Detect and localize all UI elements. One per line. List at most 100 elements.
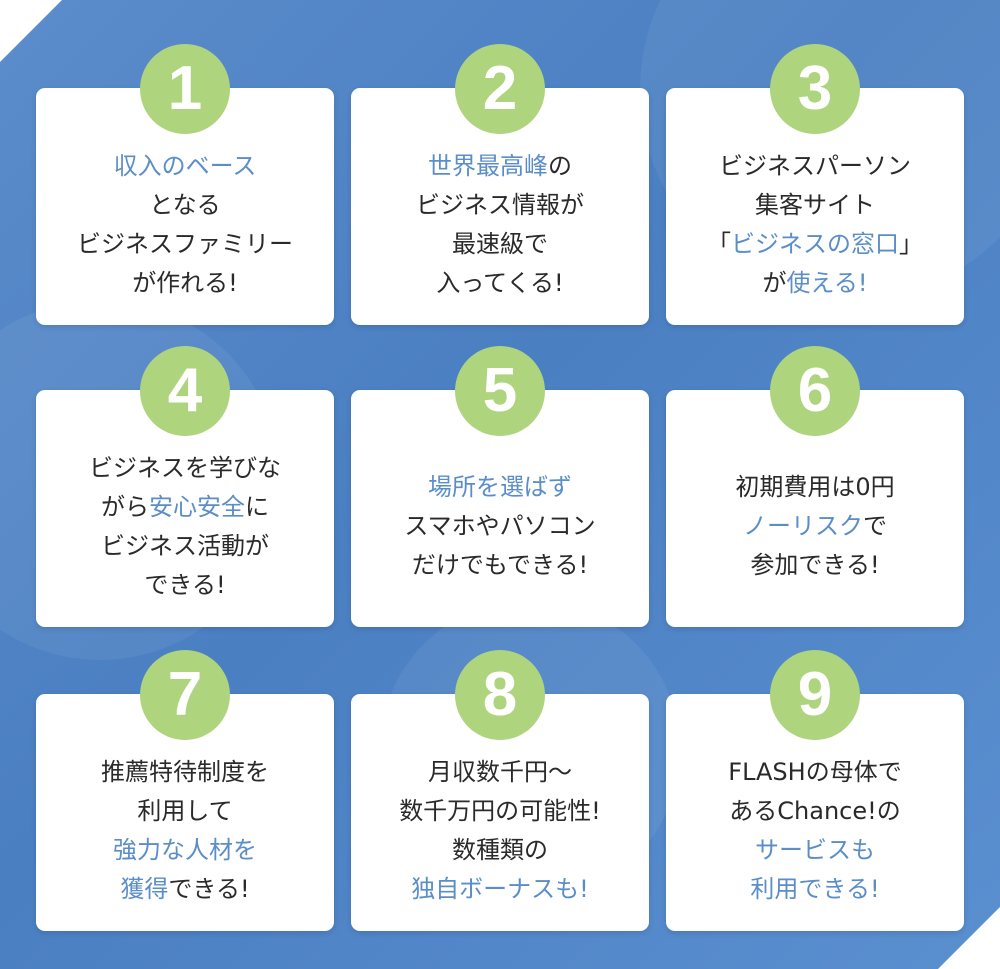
text-segment: 月収数千円～ (428, 757, 572, 786)
feature-text-line: 推薦特待制度を (101, 753, 269, 792)
number-badge: 4 (140, 346, 230, 436)
text-segment: ビジネスファミリー (77, 229, 293, 258)
text-segment: が (762, 268, 787, 297)
feature-card: 2 世界最高峰のビジネス情報が最速級で入ってくる! (351, 44, 649, 325)
feature-text: 収入のベースとなるビジネスファミリーが作れる! (36, 144, 334, 305)
text-segment: 数種類の (452, 835, 548, 864)
text-segment: で (863, 512, 887, 540)
text-segment: 集客サイト (755, 190, 875, 219)
text-segment: がら (101, 492, 149, 521)
text-segment: できる! (168, 874, 250, 903)
highlighted-text: 利用できる! (750, 874, 880, 903)
feature-text-line: が使える! (763, 264, 868, 303)
number-badge: 8 (455, 650, 545, 740)
feature-text: ビジネスパーソン集客サイト「ビジネスの窓口」が使える! (666, 144, 964, 305)
highlighted-text: 場所を選ばず (428, 473, 572, 501)
feature-text-line: ノーリスクで (743, 507, 887, 546)
feature-text-line: がら安心安全に (101, 488, 269, 527)
text-segment: となる (149, 190, 221, 219)
feature-text-line: サービスも (755, 831, 875, 870)
highlighted-text: 獲得 (120, 874, 169, 903)
feature-card: 9 FLASHの母体であるChance!のサービスも利用できる! (666, 650, 964, 931)
feature-text: 場所を選ばずスマホやパソコンだけでもできる! (351, 446, 649, 607)
feature-text: 月収数千円～ 数千万円の可能性! 数種類の独自ボーナスも! (351, 750, 649, 911)
text-segment: 最速級で (452, 229, 548, 258)
text-segment: あるChance!の (729, 796, 901, 825)
text-segment: 入ってくる! (436, 268, 564, 297)
feature-card: 7 推薦特待制度を利用して強力な人材を獲得できる! (36, 650, 334, 931)
feature-text-line: 利用して (137, 792, 232, 831)
highlighted-text: 安心安全 (149, 492, 245, 521)
text-segment: が作れる! (132, 268, 238, 297)
text-segment: に (245, 492, 269, 521)
feature-text-line: 月収数千円～ (428, 753, 572, 792)
highlighted-text: サービスも (755, 835, 875, 864)
feature-card: 6 初期費用は0円ノーリスクで参加できる! (666, 346, 964, 627)
number-badge: 7 (140, 650, 230, 740)
text-segment: 利用して (137, 796, 233, 825)
feature-text-line: 初期費用は0円 (735, 468, 894, 507)
feature-text-line: ビジネスパーソン (719, 147, 911, 186)
text-segment: ビジネス活動が (101, 531, 269, 560)
number-badge: 9 (770, 650, 860, 740)
number-badge: 6 (770, 346, 860, 436)
text-segment: 推薦特待制度を (101, 757, 269, 786)
number-badge: 3 (770, 44, 860, 134)
highlighted-text: 強力な人材を (113, 835, 257, 864)
text-segment: できる! (144, 570, 226, 599)
text-segment: 「 (707, 229, 731, 258)
number-badge: 5 (455, 346, 545, 436)
text-segment: FLASHの母体で (728, 757, 902, 786)
feature-text-line: 利用できる! (750, 870, 879, 909)
highlighted-text: ノーリスク (743, 512, 863, 540)
text-segment: 初期費用は0円 (735, 473, 895, 501)
feature-text-line: できる! (144, 566, 225, 605)
feature-card: 4 ビジネスを学びながら安心安全にビジネス活動ができる! (36, 346, 334, 627)
text-segment: スマホやパソコン (404, 512, 596, 540)
feature-text: 初期費用は0円ノーリスクで参加できる! (666, 446, 964, 607)
feature-text: ビジネスを学びながら安心安全にビジネス活動ができる! (36, 446, 334, 607)
feature-text: FLASHの母体であるChance!のサービスも利用できる! (666, 750, 964, 911)
feature-text-line: 数種類の (452, 831, 548, 870)
feature-text-line: ビジネス情報が (416, 186, 584, 225)
highlighted-text: 使える! (786, 268, 868, 297)
text-segment: の (548, 151, 572, 180)
feature-text-line: 強力な人材を (113, 831, 257, 870)
feature-text-line: 収入のベース (114, 147, 257, 186)
feature-text-line: が作れる! (132, 264, 238, 303)
feature-card: 3 ビジネスパーソン集客サイト「ビジネスの窓口」が使える! (666, 44, 964, 325)
feature-text-line: FLASHの母体で (728, 753, 901, 792)
highlighted-text: 収入のベース (113, 151, 257, 180)
text-segment: ビジネス情報が (416, 190, 584, 219)
feature-text-line: 獲得できる! (120, 870, 249, 909)
feature-text-line: 場所を選ばず (428, 468, 572, 507)
feature-text-line: 入ってくる! (436, 264, 563, 303)
feature-card: 8 月収数千円～ 数千万円の可能性! 数種類の独自ボーナスも! (351, 650, 649, 931)
text-segment: 参加できる! (750, 551, 880, 579)
text-segment: だけでもできる! (411, 551, 589, 579)
text-segment: ビジネスを学びな (89, 453, 281, 482)
feature-text-line: 数千万円の可能性! (399, 792, 601, 831)
corner-decoration-top-left (0, 0, 62, 62)
feature-text-line: ビジネスを学びな (89, 449, 281, 488)
feature-text-line: あるChance!の (729, 792, 900, 831)
highlighted-text: 世界最高峰 (428, 151, 548, 180)
highlighted-text: 独自ボーナスも! (411, 874, 589, 903)
feature-text-line: 参加できる! (750, 546, 879, 585)
feature-text-line: ビジネスファミリー (77, 225, 293, 264)
feature-text: 推薦特待制度を利用して強力な人材を獲得できる! (36, 750, 334, 911)
feature-text-line: 世界最高峰の (428, 147, 572, 186)
text-segment: 数千万円の可能性! (399, 796, 601, 825)
feature-text-line: だけでもできる! (412, 546, 588, 585)
feature-text-line: スマホやパソコン (404, 507, 595, 546)
highlighted-text: ビジネスの窓口 (731, 229, 899, 258)
feature-card: 5 場所を選ばずスマホやパソコンだけでもできる! (351, 346, 649, 627)
feature-text-line: 独自ボーナスも! (411, 870, 589, 909)
number-badge: 2 (455, 44, 545, 134)
text-segment: 」 (899, 229, 923, 258)
feature-card: 1 収入のベースとなるビジネスファミリーが作れる! (36, 44, 334, 325)
feature-text-line: 集客サイト (755, 186, 875, 225)
feature-text: 世界最高峰のビジネス情報が最速級で入ってくる! (351, 144, 649, 305)
